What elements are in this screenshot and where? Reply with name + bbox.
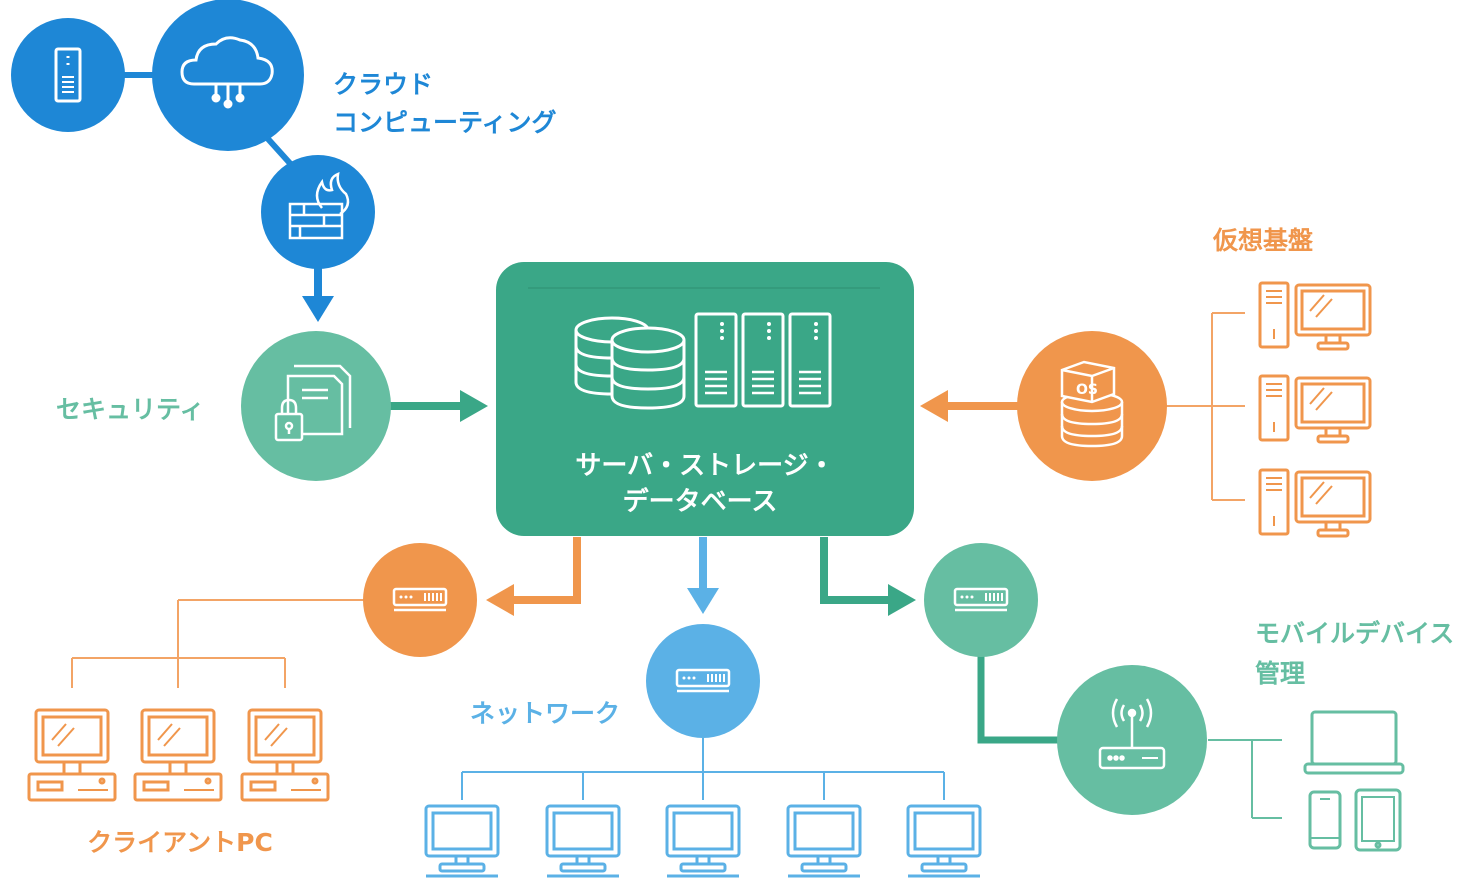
arrow-to-center-right: [920, 390, 948, 422]
wifi-router-icon: [1098, 698, 1166, 770]
network-tree-lines: [461, 738, 945, 800]
cloud-node: [152, 0, 304, 151]
cloud-network-icon: [180, 36, 274, 109]
desktop-pc-icon: [240, 708, 330, 802]
cloud-label-line1: クラウド: [333, 70, 433, 99]
monitor-icon: [545, 804, 621, 878]
mobile-switch-node: [924, 543, 1038, 657]
virtual-tree-lines: [1165, 312, 1245, 501]
security-label: セキュリティ: [56, 395, 205, 424]
center-label-line1: サーバ・ストレージ・: [575, 451, 834, 481]
desktop-pc-icon: [1258, 281, 1372, 351]
database-server-rack-icon: [574, 312, 832, 410]
virtual-node: [1017, 331, 1167, 481]
smartphone-icon: [1308, 790, 1342, 850]
arrow-to-network-switch: [687, 588, 719, 614]
firewall-icon: [288, 172, 350, 240]
arrow-to-client-switch: [486, 584, 514, 616]
mobile-tree-lines: [1208, 739, 1282, 819]
client-switch-node: [363, 543, 477, 657]
desktop-pc-icon: [1258, 374, 1372, 444]
monitor-icon: [665, 804, 741, 878]
tablet-icon: [1354, 788, 1402, 852]
client-label: クライアントPC: [87, 828, 273, 857]
svg-text:OS: OS: [1076, 382, 1098, 398]
cloud-cluster: [11, 0, 375, 269]
monitor-icon: [424, 804, 500, 878]
cloud-server-node: [11, 18, 125, 132]
arrow-to-security: [302, 296, 334, 322]
network-label: ネットワーク: [470, 699, 620, 728]
arrow-to-center-left: [460, 390, 488, 422]
laptop-icon: [1303, 710, 1405, 775]
link-mobile-router: [977, 655, 1060, 744]
virtual-machines: [1258, 281, 1372, 538]
client-tree-lines: [71, 599, 365, 688]
mobile-label-line1: モバイルデバイス: [1255, 619, 1454, 648]
firewall-node: [261, 155, 375, 269]
mobile-devices: [1303, 710, 1405, 852]
security-node: [241, 331, 391, 481]
arrow-to-mobile-switch: [888, 584, 916, 616]
cloud-label-line2: コンピューティング: [333, 108, 557, 137]
locked-folder-icon: [274, 364, 352, 442]
monitor-icon: [906, 804, 982, 878]
desktop-pc-icon: [1258, 468, 1372, 538]
desktop-pc-icon: [133, 708, 223, 802]
center-label-line2: データベース: [623, 486, 778, 517]
monitor-icon: [786, 804, 862, 878]
os-database-icon: OS: [1060, 360, 1124, 448]
client-pcs: [27, 708, 330, 802]
network-monitors: [424, 804, 982, 878]
network-switch-node: [646, 624, 760, 738]
connections: [71, 72, 1282, 819]
virtual-label: 仮想基盤: [1212, 226, 1314, 255]
mobile-label-line2: 管理: [1255, 659, 1305, 688]
link-center-client: [512, 537, 581, 604]
desktop-pc-icon: [27, 708, 117, 802]
link-center-mobile: [820, 537, 890, 604]
